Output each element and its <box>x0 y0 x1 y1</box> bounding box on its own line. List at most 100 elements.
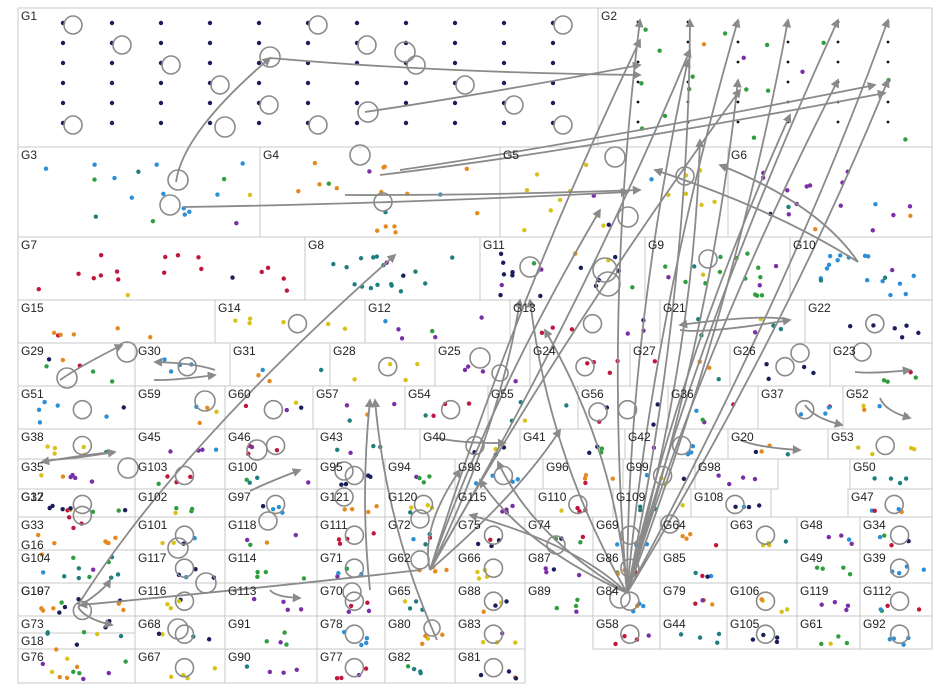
node-g61 <box>844 640 850 646</box>
node-g9 <box>692 264 697 269</box>
group-box-g62 <box>384 549 456 584</box>
node-g45 <box>213 447 219 452</box>
node-g99 <box>681 476 687 482</box>
self-loop <box>258 511 278 531</box>
node-g120 <box>425 502 430 508</box>
node-g100 <box>255 475 260 480</box>
g1-node <box>207 60 213 66</box>
group-box-g7 <box>17 236 306 301</box>
group-box-g68 <box>134 615 226 650</box>
node-g118 <box>264 540 270 545</box>
node-g3 <box>154 162 159 167</box>
node-g2 <box>657 48 662 53</box>
node-g5 <box>649 177 654 182</box>
node-g96 <box>583 480 588 486</box>
node-g6 <box>785 188 790 193</box>
node-g77 <box>339 675 344 681</box>
node-g17 <box>66 515 72 520</box>
node-g81 <box>513 676 519 681</box>
group-label-g114: G114 <box>228 551 257 565</box>
group-label-g36: G36 <box>671 387 694 401</box>
group-box-g54 <box>404 385 489 430</box>
g1-node <box>305 40 311 46</box>
self-loop <box>588 402 608 422</box>
self-loop <box>56 367 78 389</box>
group-box-g79 <box>659 582 728 617</box>
node-g10 <box>911 273 916 279</box>
node-g76 <box>77 671 82 676</box>
node-g66 <box>475 569 480 575</box>
node-g49 <box>847 571 853 577</box>
group-label-g64: G64 <box>663 518 686 532</box>
node-g109 <box>638 504 643 509</box>
node-g68 <box>156 631 162 636</box>
self-loop-g13 <box>582 313 603 334</box>
g1-self-loop <box>553 15 573 35</box>
node-g47 <box>896 506 901 512</box>
node-g11 <box>613 254 618 260</box>
g1-node <box>207 120 213 126</box>
node-g77 <box>334 675 340 681</box>
node-g22 <box>904 323 909 328</box>
node-g91 <box>284 642 289 647</box>
edge <box>429 88 742 571</box>
node-g3 <box>93 214 99 219</box>
group-label-g42: G42 <box>628 430 651 444</box>
group-label-g34: G34 <box>863 518 886 532</box>
edge <box>616 18 644 594</box>
node-g43 <box>335 447 340 452</box>
node-g3 <box>247 192 253 198</box>
node-g3 <box>92 162 97 167</box>
edge <box>626 18 792 594</box>
node-g65 <box>402 599 408 604</box>
node-g10 <box>897 281 903 286</box>
g1-node <box>886 100 890 104</box>
edge <box>429 38 641 571</box>
g1-node <box>305 80 311 86</box>
group-box-g1 <box>17 7 599 148</box>
node-g93 <box>515 477 520 482</box>
node-g22 <box>916 330 921 336</box>
node-g14 <box>325 321 331 327</box>
self-loop <box>617 206 639 228</box>
node-g48 <box>826 534 831 540</box>
node-g20 <box>759 449 764 454</box>
edge <box>479 478 628 594</box>
node-g88 <box>504 599 509 604</box>
node-g34 <box>889 543 894 548</box>
group-box-g85 <box>659 549 728 584</box>
node-g76 <box>57 674 62 680</box>
edge <box>429 428 561 571</box>
group-label-g109: G109 <box>616 490 646 504</box>
node-g53 <box>908 445 914 451</box>
g1-node <box>452 60 458 66</box>
group-box-g31 <box>229 342 331 387</box>
node-g5 <box>583 162 589 168</box>
node-g106 <box>759 597 764 602</box>
edge <box>626 78 742 594</box>
self-loop-g75 <box>483 525 504 545</box>
node-g27 <box>707 365 712 370</box>
node-g15 <box>71 332 77 337</box>
node-g10 <box>903 291 908 297</box>
g1-node <box>686 20 690 24</box>
group-label-g30: G30 <box>138 344 161 358</box>
node-g60 <box>284 407 289 413</box>
self-loop-g101 <box>174 525 195 545</box>
self-loop-g30 <box>177 356 198 377</box>
g1-node <box>501 60 507 66</box>
node-g29 <box>46 357 52 362</box>
node-g26 <box>801 364 807 370</box>
edge <box>653 167 859 263</box>
node-g8 <box>371 255 376 260</box>
node-g87 <box>576 572 582 578</box>
g1-node <box>60 60 66 66</box>
self-loop-g97 <box>265 494 286 515</box>
self-loop-g117 <box>174 558 195 578</box>
group-label-g45: G45 <box>138 430 161 444</box>
node-g41 <box>599 446 605 451</box>
group-label-g77: G77 <box>320 650 343 664</box>
node-g96 <box>610 476 615 481</box>
node-g39 <box>921 567 926 572</box>
